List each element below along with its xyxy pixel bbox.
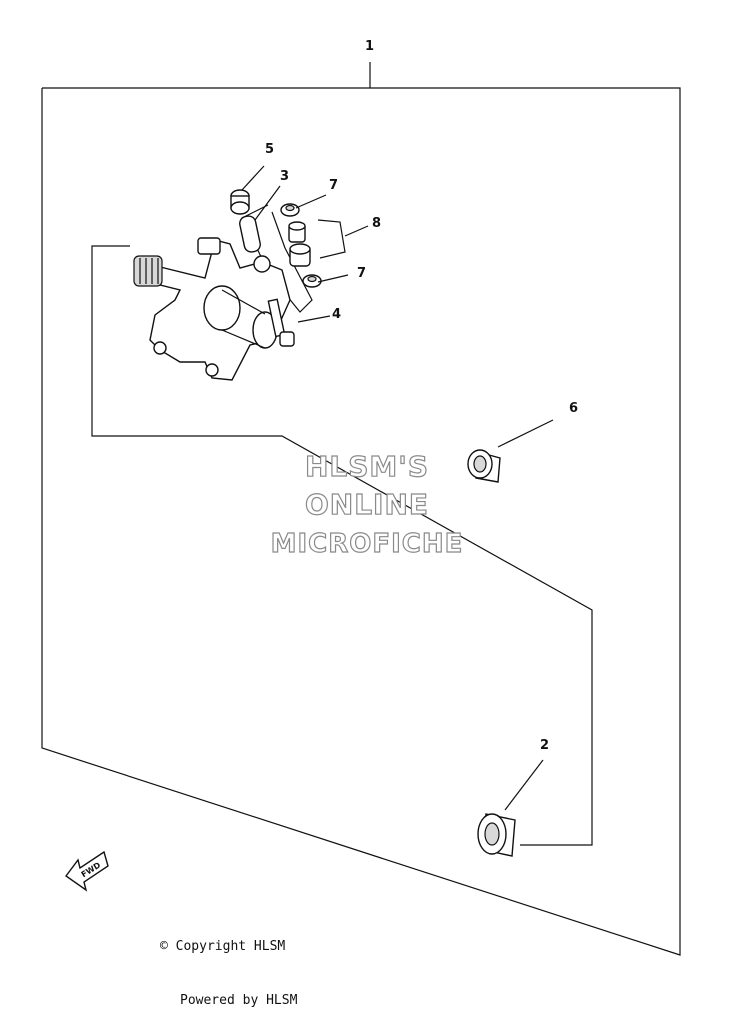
bushing-part-8-b xyxy=(289,243,311,267)
watermark-line-2: ONLINE xyxy=(305,488,429,521)
subassembly-bracket xyxy=(91,245,593,846)
powered-by-line: Powered by HLSM xyxy=(180,993,298,1008)
bracket-8 xyxy=(317,219,346,259)
callout-4: 4 xyxy=(332,307,341,322)
copyright-line: © Copyright HLSM xyxy=(160,939,286,954)
assembly-frame xyxy=(41,62,681,956)
nut-part-5 xyxy=(230,189,250,215)
parts-diagram: 1 2 3 4 5 6 7 7 8 HLSM'S ONLINE MICROFIC… xyxy=(41,39,681,956)
washer-part-7-top xyxy=(280,203,300,217)
callout-7-bottom: 7 xyxy=(357,266,366,281)
bushing-part-8-a xyxy=(288,221,306,243)
pin-part-3 xyxy=(239,215,261,253)
valve-body-part xyxy=(133,237,291,381)
bushing-part-6 xyxy=(467,449,501,483)
watermark-line-3: MICROFICHE xyxy=(271,529,464,559)
forward-arrow-icon: FWD xyxy=(65,850,109,892)
washer-part-7-bottom xyxy=(302,274,322,288)
callout-3: 3 xyxy=(280,169,289,184)
seal-part-2 xyxy=(477,813,516,857)
callout-5: 5 xyxy=(265,142,274,157)
copyright-block: © Copyright HLSM Powered by HLSM xyxy=(160,902,297,1028)
watermark-line-1: HLSM'S xyxy=(305,450,429,483)
callout-6: 6 xyxy=(569,401,578,416)
bolt-part-4 xyxy=(267,298,295,347)
leader-lines xyxy=(241,165,554,811)
callout-8: 8 xyxy=(372,216,381,231)
callout-1: 1 xyxy=(365,39,374,54)
watermark: HLSM'S ONLINE MICROFICHE xyxy=(270,449,464,559)
callout-7-top: 7 xyxy=(329,178,338,193)
callout-2: 2 xyxy=(540,738,549,753)
